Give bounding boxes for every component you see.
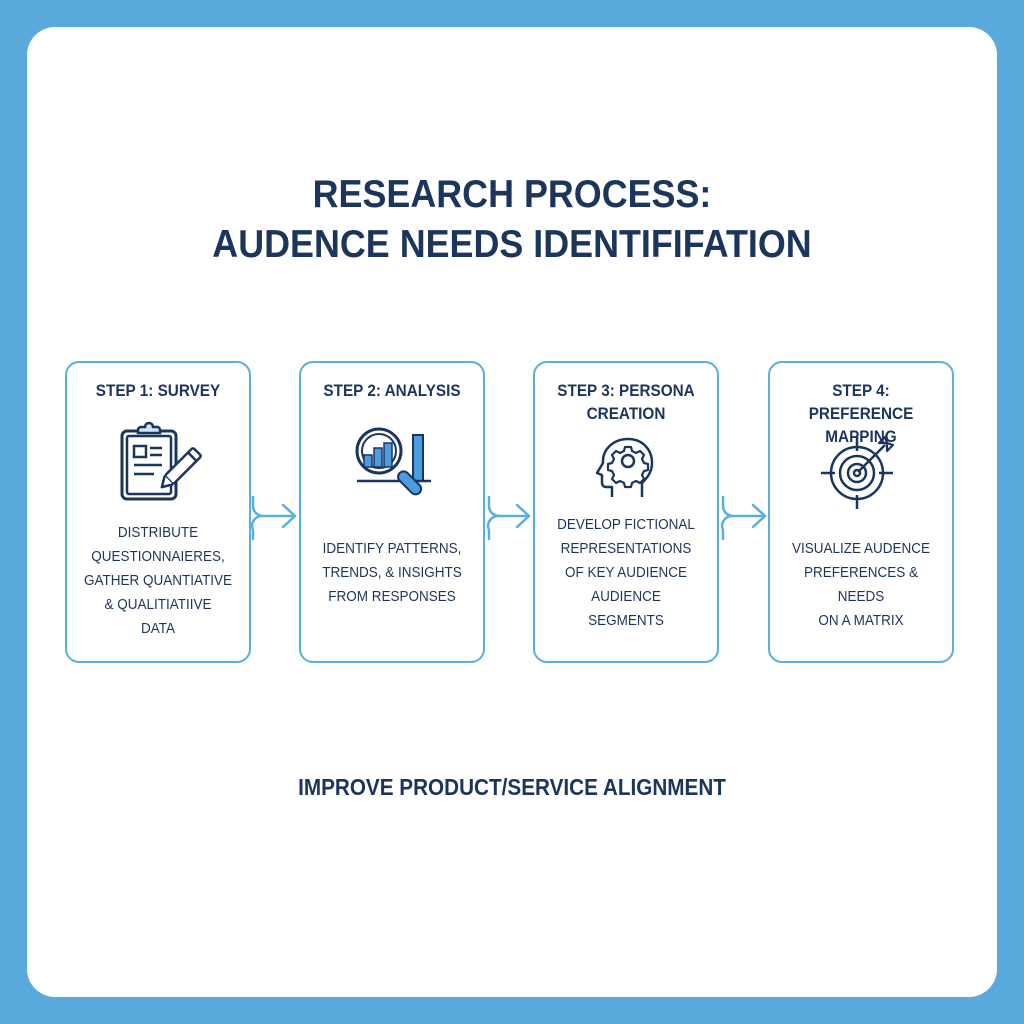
step-4-title-line: STEP 4: PREFERENCE <box>808 381 914 423</box>
desc-line: GATHER QUANTIATIVE <box>83 572 233 589</box>
step-2-title: STEP 2: ANALYSIS <box>310 379 474 402</box>
desc-line: DEVELOP FICTIONAL <box>557 516 695 533</box>
desc-line: PREFERENCES & NEEDS <box>803 564 919 605</box>
clipboard-pencil-icon <box>114 421 202 510</box>
desc-line: DISTRIBUTE <box>117 524 199 541</box>
desc-line: TRENDS, & INSIGHTS <box>322 564 462 581</box>
step-3-description: DEVELOP FICTIONAL REPRESENTATIONS OF KEY… <box>544 513 708 633</box>
head-gear-icon <box>594 437 658 504</box>
desc-line: IDENTIFY PATTERNS, <box>322 540 462 557</box>
step-4-title-line: MAPPING <box>825 427 897 446</box>
step-4-card: STEP 4: PREFERENCE MAPPING VISUALIZE AUD… <box>768 361 954 663</box>
desc-line: VISUALIZE AUDENCE <box>791 540 931 557</box>
step-1-title: STEP 1: SURVEY <box>76 379 240 402</box>
arrow-right-icon <box>720 496 767 540</box>
title-line-2: AUDENCE NEEDS IDENTIFIFATION <box>212 223 812 266</box>
step-2-description: IDENTIFY PATTERNS, TRENDS, & INSIGHTS FR… <box>310 537 474 609</box>
desc-line: AUDIENCE <box>591 588 661 605</box>
desc-line: REPRESENTATIONS <box>560 540 692 557</box>
desc-line: QUESTIONNAIERES, <box>91 548 225 565</box>
footer-outcome: IMPROVE PRODUCT/SERVICE ALIGNMENT <box>298 774 726 800</box>
step-3-title: STEP 3: PERSONA CREATION <box>544 379 708 425</box>
step-2-card: STEP 2: ANALYSIS IDENTIFY PATTERNS, TREN… <box>299 361 485 663</box>
desc-line: DATA <box>140 620 176 637</box>
target-arrow-icon <box>821 433 901 516</box>
step-1-card: STEP 1: SURVEY DISTRIBUTE QUESTIONNAIERE… <box>65 361 251 663</box>
step-4-title: STEP 4: PREFERENCE MAPPING <box>779 379 943 448</box>
magnifier-chart-icon <box>347 421 437 510</box>
step-2-title-line: STEP 2: ANALYSIS <box>323 381 461 400</box>
page-title: RESEARCH PROCESS: AUDENCE NEEDS IDENTIFI… <box>41 170 983 270</box>
step-3-title-line: STEP 3: PERSONA <box>557 381 695 400</box>
step-3-card: STEP 3: PERSONA CREATION DEVELOP FICTION… <box>533 361 719 663</box>
step-1-title-line: STEP 1: SURVEY <box>95 381 221 400</box>
desc-line: FROM RESPONSES <box>328 588 456 605</box>
desc-line: SEGMENTS <box>588 612 664 629</box>
desc-line: OF KEY AUDIENCE <box>564 564 688 581</box>
step-4-description: VISUALIZE AUDENCE PREFERENCES & NEEDS ON… <box>779 537 943 633</box>
desc-line: & QUALITIATIIVE <box>104 596 212 613</box>
title-line-1: RESEARCH PROCESS: <box>312 173 712 216</box>
arrow-right-icon <box>486 496 531 540</box>
desc-line: ON A MATRIX <box>818 612 904 629</box>
step-1-description: DISTRIBUTE QUESTIONNAIERES, GATHER QUANT… <box>76 521 240 641</box>
arrow-right-icon <box>250 496 297 540</box>
step-3-title-line: CREATION <box>586 404 666 423</box>
